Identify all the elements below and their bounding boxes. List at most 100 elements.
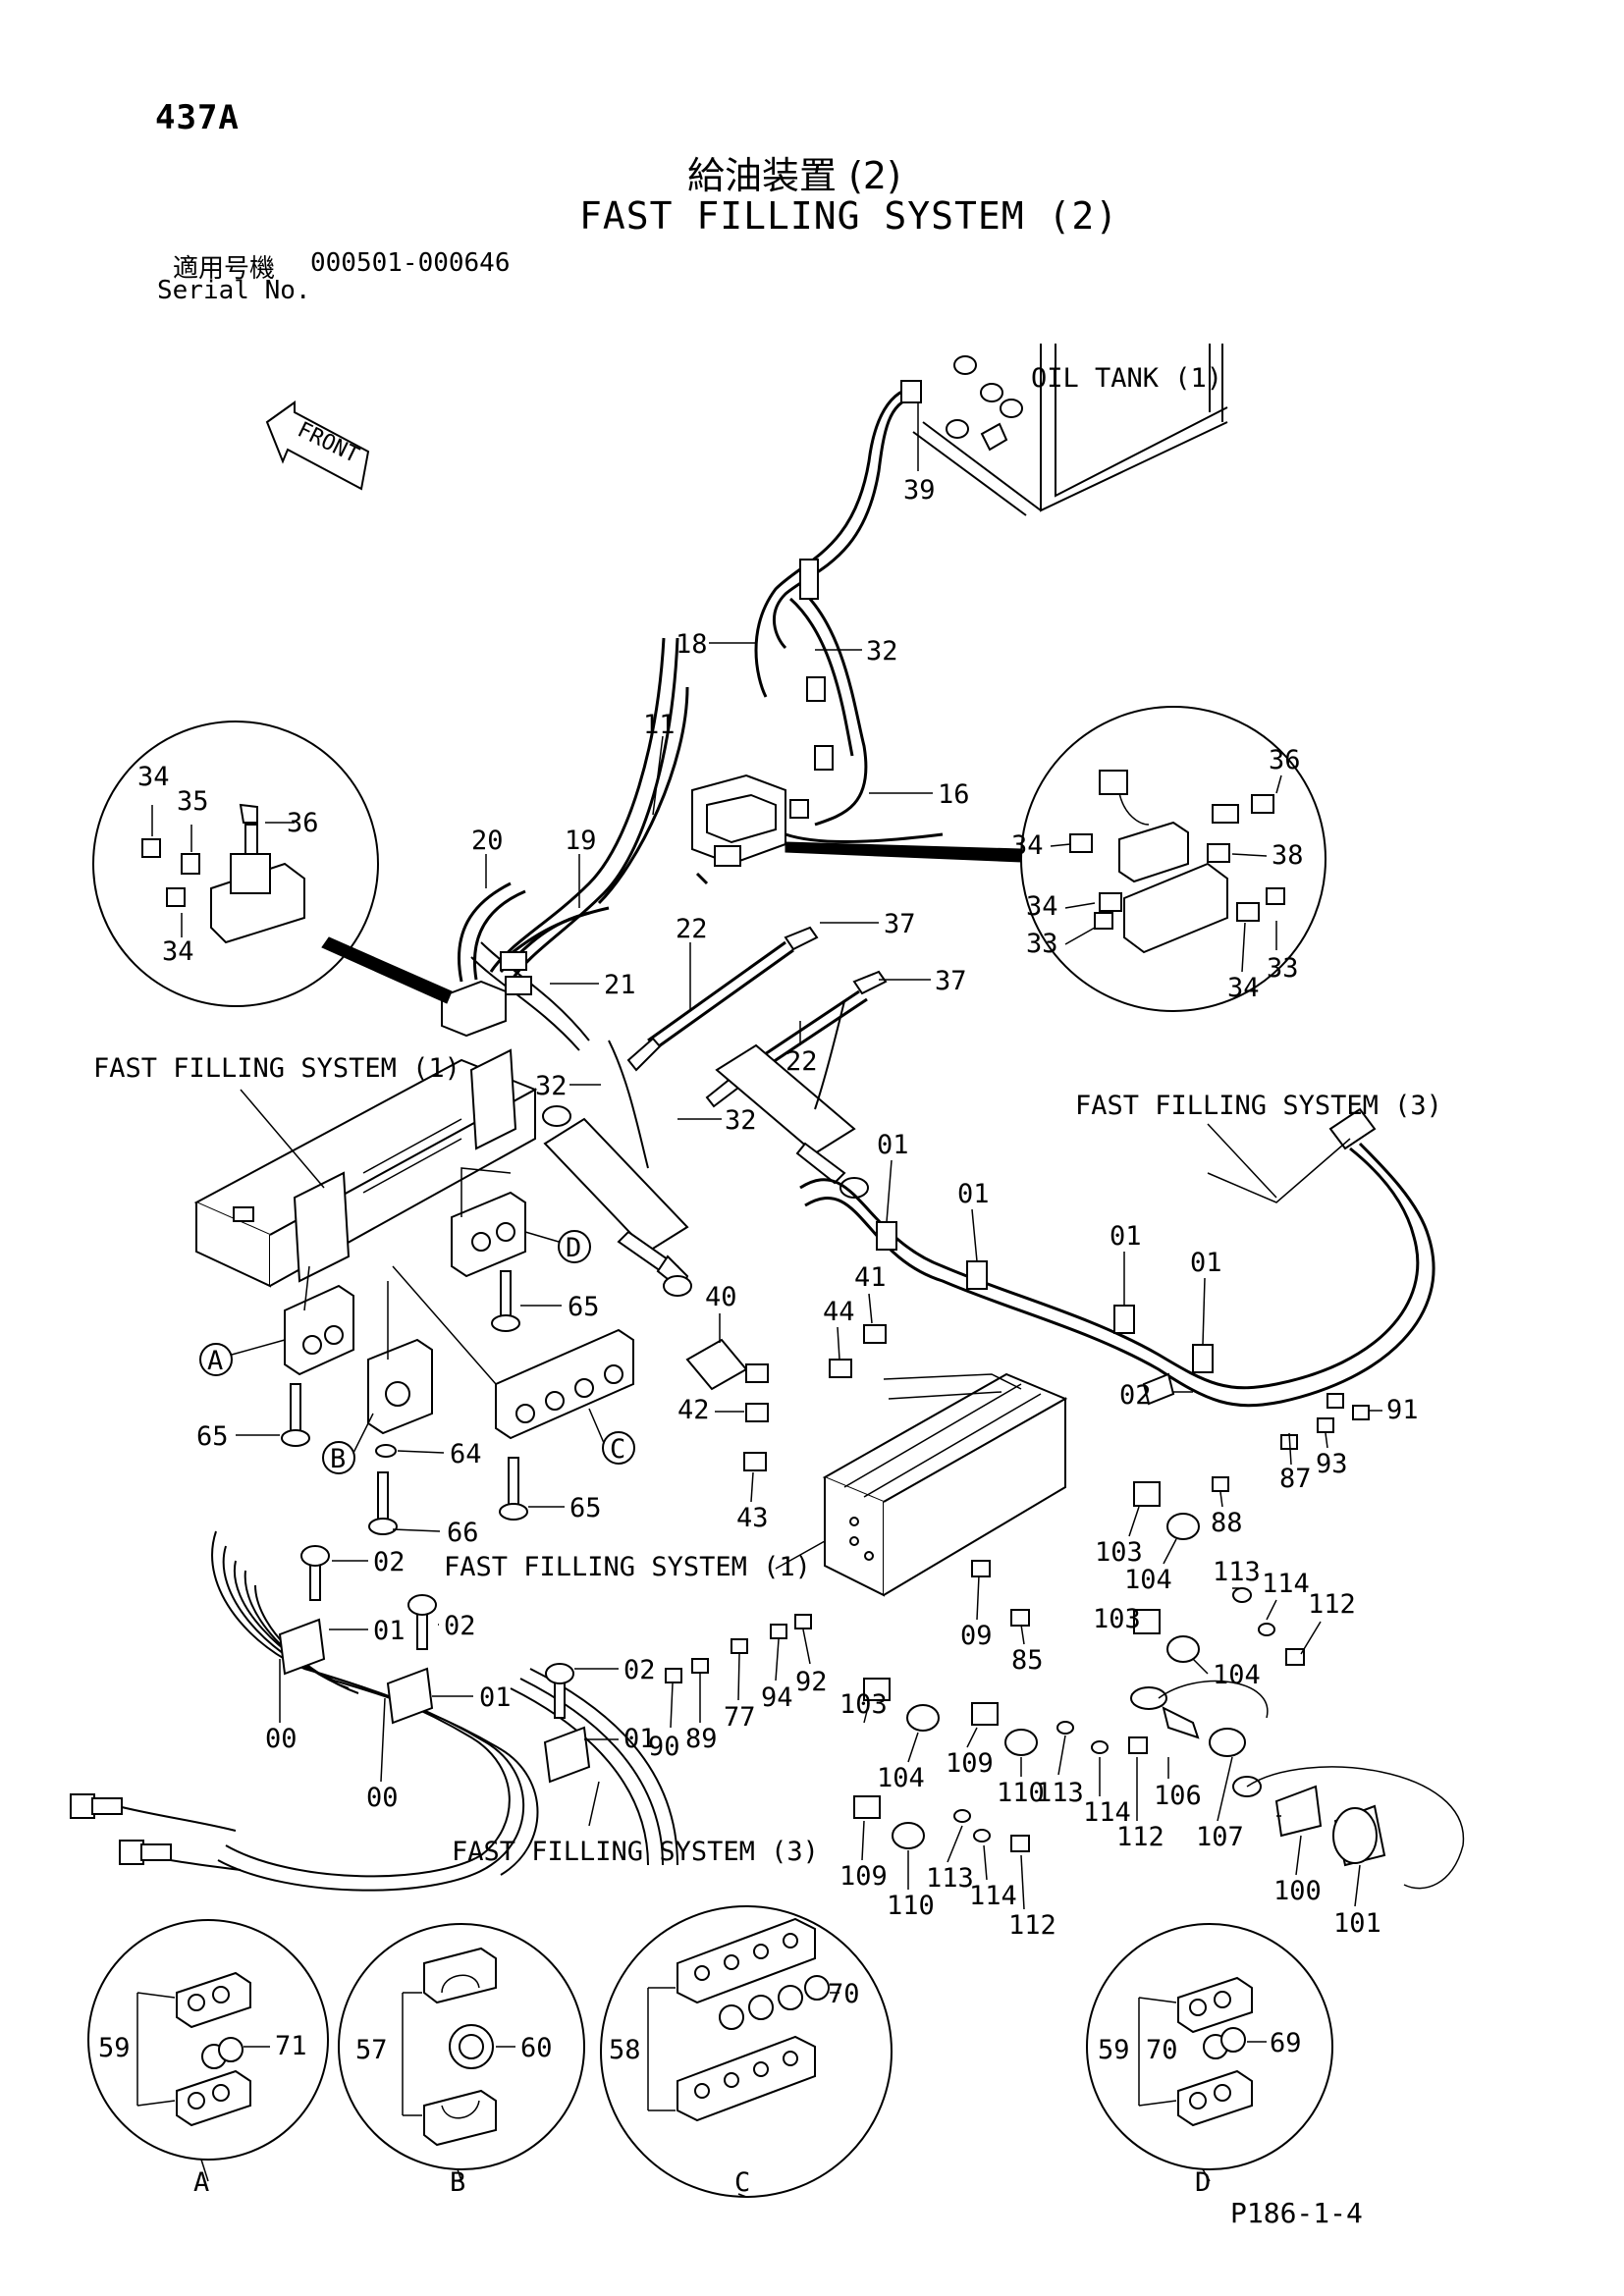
- part-label-11: 11: [643, 710, 676, 740]
- part-label-36a: 36: [287, 808, 319, 838]
- part-label-57: 57: [355, 2035, 388, 2065]
- detail-a: A: [87, 1919, 329, 2198]
- part-label-109a: 109: [946, 1748, 994, 1779]
- part-label-77: 77: [724, 1702, 756, 1733]
- part-label-114c: 114: [969, 1881, 1017, 1911]
- part-label-16: 16: [938, 779, 970, 810]
- front-label: FRONT: [294, 418, 362, 469]
- oil-tank: OIL TANK (1): [912, 344, 1228, 516]
- part-label-33b: 33: [1267, 953, 1299, 984]
- part-label-00b: 00: [366, 1783, 399, 1813]
- hoses-upper: [470, 380, 922, 1051]
- part-label-01e: 01: [373, 1616, 406, 1646]
- part-label-88: 88: [1211, 1508, 1243, 1538]
- clamps-upper: [284, 1167, 634, 1440]
- part-label-91: 91: [1386, 1395, 1419, 1425]
- part-label-104b: 104: [1213, 1660, 1261, 1690]
- part-label-37b: 37: [935, 966, 967, 996]
- part-label-02a: 02: [1119, 1380, 1152, 1411]
- cylinders: [542, 1000, 869, 1297]
- part-label-104a: 104: [1124, 1565, 1172, 1595]
- part-label-66: 66: [447, 1518, 479, 1548]
- small-valve-left: [441, 881, 610, 1038]
- manifold-fittings: [685, 1324, 1464, 1890]
- part-label-38: 38: [1272, 840, 1304, 871]
- part-label-02b: 02: [373, 1547, 406, 1577]
- detail-left-valve: [92, 721, 379, 1007]
- serial-label-english: Serial No.: [157, 276, 311, 305]
- part-label-18: 18: [676, 629, 708, 660]
- part-label-02d: 02: [623, 1655, 656, 1685]
- part-label-71: 71: [275, 2031, 307, 2061]
- part-label-40: 40: [705, 1282, 737, 1312]
- callout-d: D: [566, 1233, 581, 1263]
- part-label-41: 41: [854, 1262, 887, 1293]
- detail-d-label: D: [1195, 2167, 1211, 2198]
- part-label-89: 89: [685, 1724, 718, 1754]
- part-label-59b: 59: [1098, 2035, 1130, 2065]
- detail-c: C: [600, 1905, 893, 2198]
- part-label-103a: 103: [1095, 1537, 1143, 1568]
- part-label-01b: 01: [957, 1179, 990, 1209]
- part-label-59a: 59: [98, 2033, 131, 2063]
- ffs1-bracket: FAST FILLING SYSTEM (1): [93, 1048, 538, 1288]
- part-label-94: 94: [761, 1682, 793, 1713]
- part-label-32: 32: [866, 636, 898, 667]
- part-label-107: 107: [1196, 1822, 1244, 1852]
- part-label-43: 43: [736, 1503, 769, 1533]
- part-label-01d: 01: [1190, 1248, 1222, 1278]
- part-label-112a: 112: [1308, 1589, 1356, 1620]
- valve-block: [691, 774, 944, 885]
- serial-range: 000501-000646: [310, 248, 511, 278]
- ffs1-lower-label: FAST FILLING SYSTEM (1): [444, 1552, 811, 1582]
- part-label-58: 58: [609, 2035, 641, 2065]
- part-label-42: 42: [677, 1395, 710, 1425]
- part-label-113c: 113: [926, 1863, 974, 1894]
- front-arrow: FRONT: [265, 400, 370, 491]
- ffs3-hose: FAST FILLING SYSTEM (3): [799, 1091, 1442, 1408]
- part-label-22a: 22: [676, 914, 708, 944]
- part-label-100: 100: [1273, 1876, 1322, 1906]
- part-label-70b: 70: [1146, 2035, 1178, 2065]
- detail-b-label: B: [450, 2167, 465, 2198]
- part-label-19: 19: [565, 826, 597, 856]
- part-label-02c: 02: [444, 1611, 476, 1641]
- part-label-60: 60: [520, 2033, 553, 2063]
- part-label-37a: 37: [884, 909, 916, 939]
- bolts: [281, 1270, 528, 1535]
- part-label-112c: 112: [1008, 1910, 1056, 1941]
- part-label-113a: 113: [1213, 1557, 1261, 1587]
- title-english: FAST FILLING SYSTEM (2): [579, 194, 1119, 238]
- part-label-34e: 34: [1227, 973, 1260, 1003]
- part-label-110a: 110: [997, 1778, 1045, 1808]
- part-label-32c: 32: [725, 1105, 757, 1136]
- part-label-44: 44: [823, 1297, 855, 1327]
- part-label-65b: 65: [568, 1292, 600, 1322]
- figure-code: P186-1-4: [1230, 2197, 1363, 2229]
- oil-tank-label: OIL TANK (1): [1031, 363, 1222, 394]
- part-label-65a: 65: [196, 1421, 229, 1452]
- ffs1-label: FAST FILLING SYSTEM (1): [93, 1053, 460, 1084]
- part-label-112b: 112: [1116, 1822, 1164, 1852]
- part-label-103b: 103: [1093, 1604, 1141, 1634]
- part-label-01f: 01: [479, 1682, 512, 1713]
- part-label-34b: 34: [162, 936, 194, 967]
- part-label-39: 39: [903, 475, 936, 506]
- part-label-103c: 103: [839, 1689, 888, 1720]
- serial-label-japanese: 適用号機: [173, 254, 276, 284]
- hoses-lower-left: FAST FILLING SYSTEM (3) FAST FILLING SYS…: [70, 1530, 826, 1892]
- detail-b: B: [338, 1923, 585, 2198]
- part-label-110b: 110: [887, 1891, 935, 1921]
- part-label-35: 35: [177, 786, 209, 817]
- part-label-101: 101: [1333, 1908, 1381, 1939]
- detail-d: D: [1086, 1923, 1333, 2198]
- part-label-01a: 01: [877, 1130, 909, 1160]
- part-label-65c: 65: [569, 1493, 602, 1523]
- part-label-114b: 114: [1083, 1797, 1131, 1828]
- part-label-93: 93: [1316, 1449, 1348, 1479]
- page-number: 437A: [155, 98, 240, 137]
- detail-a-label: A: [193, 2167, 209, 2198]
- callout-a: A: [207, 1346, 223, 1376]
- callout-c: C: [610, 1434, 625, 1465]
